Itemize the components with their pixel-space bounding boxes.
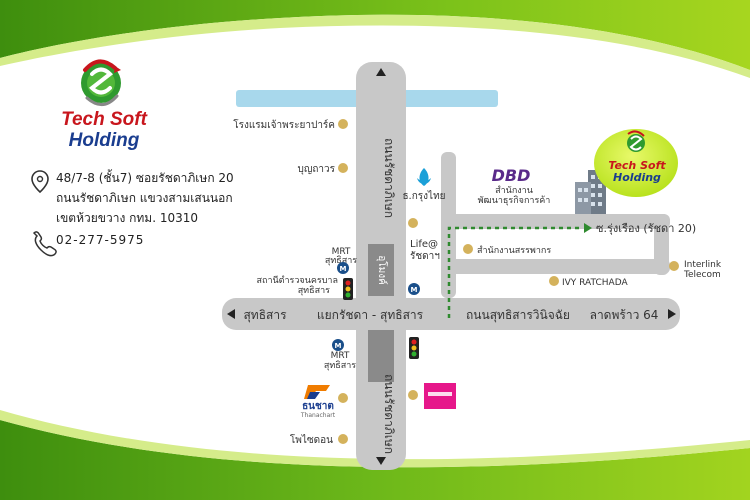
road-label-sutthisan-west: สุทธิสาร (243, 308, 287, 323)
landmark-powerbuy: โพไซดอน (290, 433, 333, 446)
road-label-ratchada-south: ถนนรัชดาภิเษก (382, 374, 396, 454)
address-line-3: เขตห้วยขวาง กทม. 10310 (56, 211, 199, 225)
landmark-dots (338, 119, 679, 444)
lifeat-line1: Life@ (410, 239, 438, 250)
road-label-ratchada-north: ถนนรัชดาภิเษก (382, 138, 396, 218)
address-line-2: ถนนรัชดาภิเษก แขวงสามเสนนอก (56, 191, 233, 205)
mrt-north-station: สุทธิสาร (325, 255, 357, 266)
mrt-lifeat-icon (408, 283, 420, 295)
dbd-logo: DBD (492, 166, 531, 185)
road-label-soi-rungrueang: ซ.รุ่งเรือง (รัชดา 20) (596, 222, 696, 235)
road-label-tunnel: อุโมงค์ (376, 255, 389, 285)
west-arrow-icon (227, 309, 235, 319)
logo-name-line2: Holding (68, 130, 140, 151)
landmark-boonthavorn: บุญถาวร (297, 164, 335, 175)
soi-arrow-icon (584, 223, 592, 233)
south-arrow-icon (376, 457, 386, 465)
landmark-interlink-1: Interlink (684, 260, 722, 270)
svg-text:M: M (335, 342, 342, 350)
mrt-north-label: MRT (332, 247, 351, 257)
bottom-green-band (0, 420, 750, 500)
top-light-stripe (0, 14, 750, 78)
traffic-light-south-icon (409, 337, 419, 359)
roads (222, 62, 680, 470)
mrt-north-icon (337, 262, 349, 274)
mrt-south-station: สุทธิสาร (324, 360, 356, 371)
traffic-light-north-icon (343, 278, 353, 300)
road-label-sutthisan-east: ถนนสุทธิสารวินิจฉัย (466, 308, 570, 323)
mrt-south-icon (332, 339, 344, 351)
address-line-1: 48/7-8 (ชั้น7) ซอยรัชดาภิเษก 20 (56, 171, 234, 185)
company-logo-icon (81, 59, 121, 106)
landmark-police-1: สถานีตำรวจนครบาล (257, 275, 339, 286)
ktb-logo (417, 168, 431, 186)
svg-text:M: M (340, 265, 347, 273)
thanachart-sub: Thanachart (300, 412, 336, 419)
lifeat-line2: รัชดาฯ (410, 251, 440, 262)
thanachart-name: ธนชาต (302, 401, 334, 412)
route-path (447, 226, 582, 318)
logo-name-line1: Tech Soft (61, 109, 147, 130)
north-arrow-icon (376, 68, 386, 76)
landmark-police-2: สุทธิสาร (298, 285, 330, 296)
bottom-light-stripe (0, 410, 750, 468)
east-arrow-icon (668, 309, 676, 319)
office-bubble (594, 129, 678, 197)
road-label-intersection: แยกรัชดา - สุทธิสาร (317, 308, 424, 323)
bubble-name-2: Holding (613, 171, 661, 184)
landmark-chaophraya-park: โรงแรมเจ้าพระยาปาร์ค (233, 118, 335, 131)
landmark-ktb: ธ.กรุงไทย (402, 190, 445, 202)
location-pin-icon (31, 170, 49, 194)
phone-icon (32, 231, 57, 257)
road-label-lat-phrao: ลาดพร้าว 64 (590, 308, 659, 322)
svg-text:M: M (411, 286, 418, 294)
landmark-dbd-1: สำนักงาน (495, 185, 533, 196)
bubble-logo-icon (627, 130, 645, 152)
top-green-band (0, 0, 750, 70)
phone-number: 02-277-5975 (56, 233, 145, 247)
landmark-ivy: IVY RATCHADA (562, 278, 628, 288)
landmark-revenue: สำนักงานสรรพากร (477, 245, 551, 256)
thanachart-logo (304, 385, 330, 399)
landmark-interlink-2: Telecom (683, 270, 721, 280)
landmark-dbd-2: พัฒนาธุรกิจการค้า (478, 195, 551, 206)
bubble-name-1: Tech Soft (608, 159, 666, 172)
mrt-south-label: MRT (331, 351, 350, 361)
